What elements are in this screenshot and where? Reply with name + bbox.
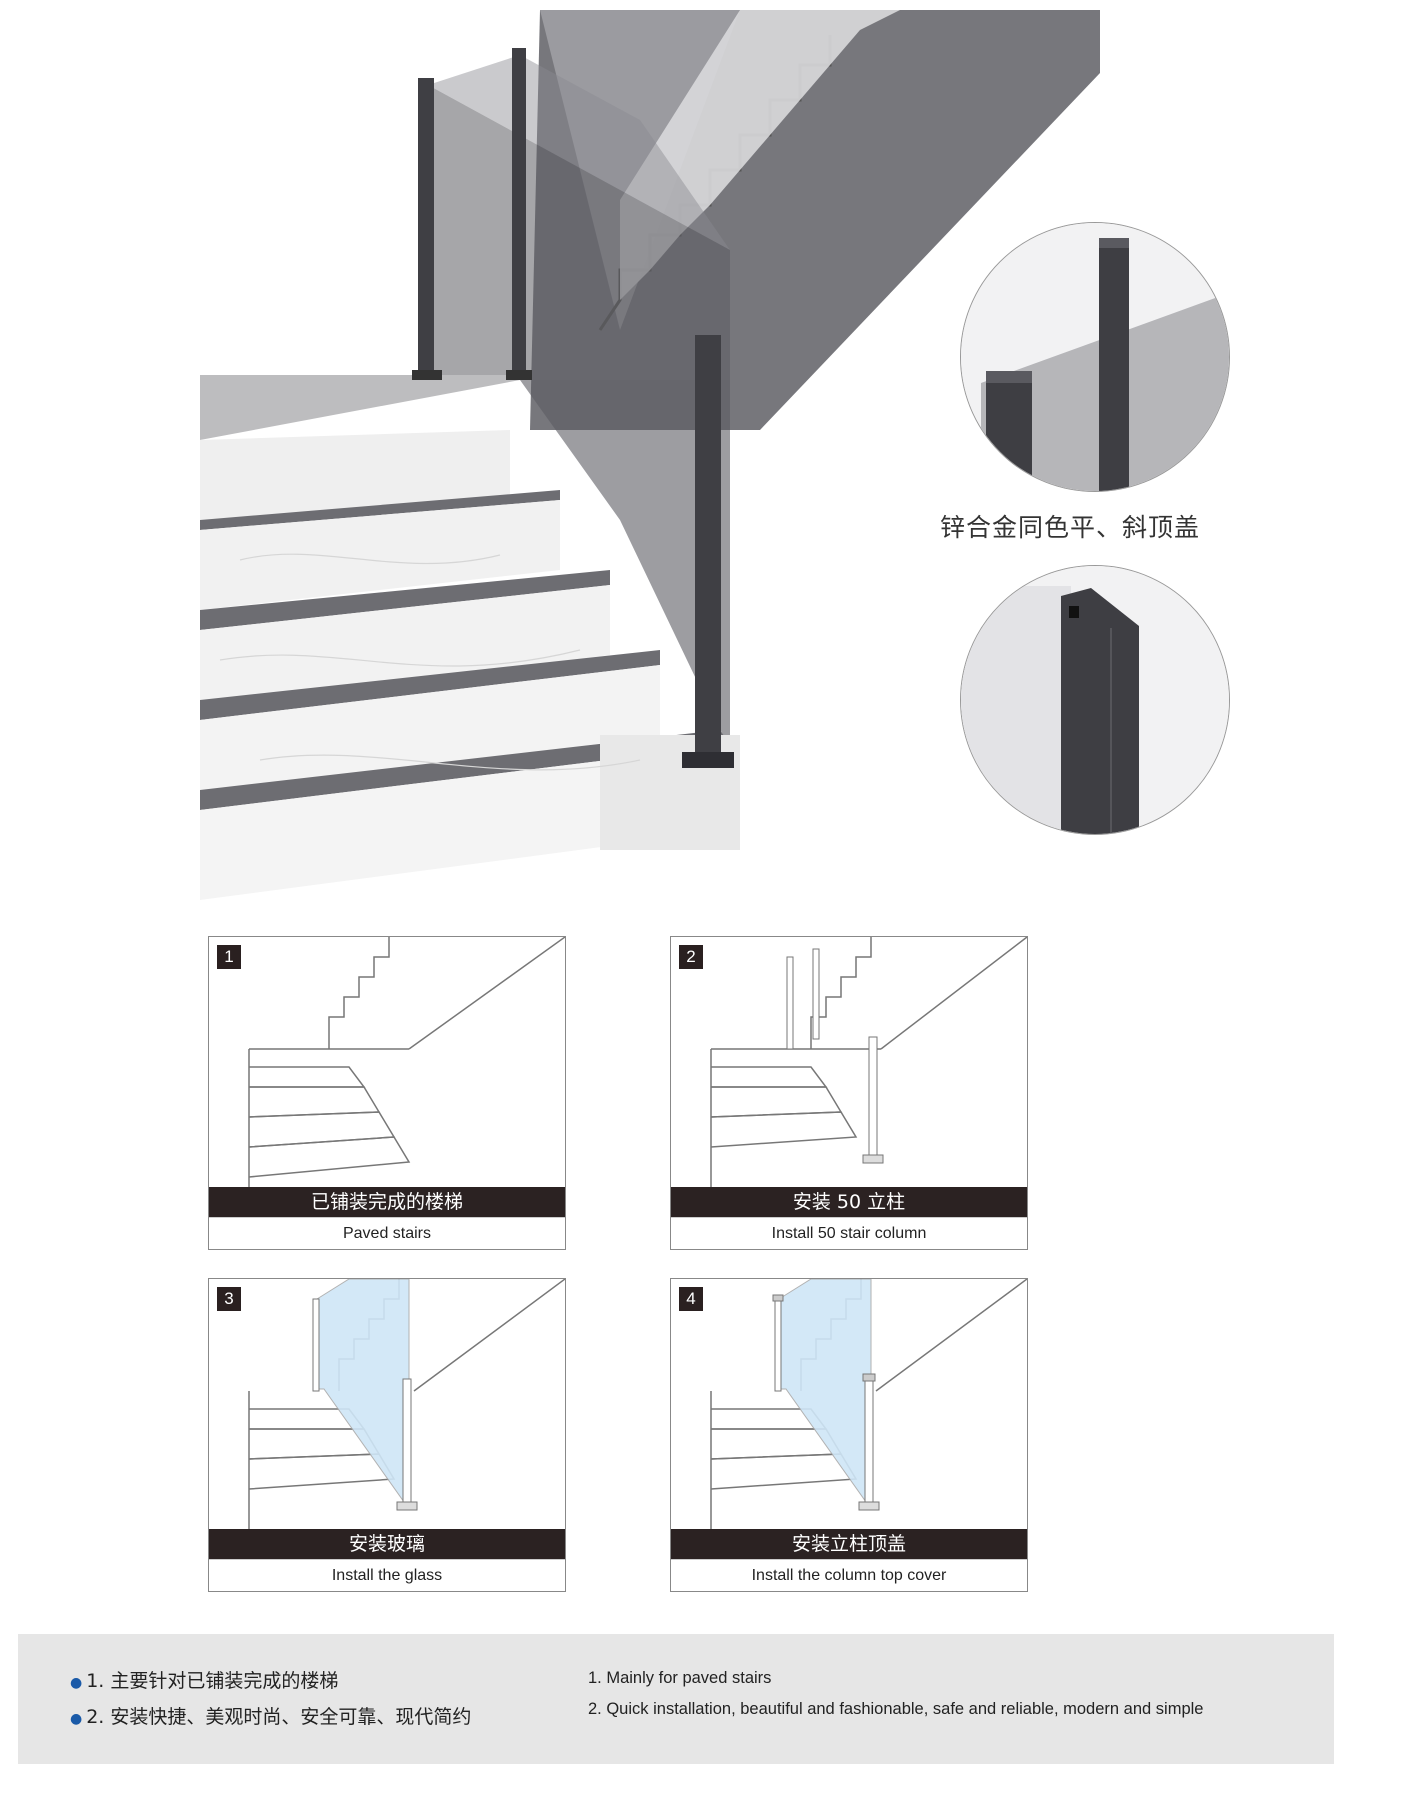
features-panel: ●1. 主要针对已铺装完成的楼梯 ●2. 安装快捷、美观时尚、安全可靠、现代简约… [18,1634,1334,1764]
step-title-cn: 已铺装完成的楼梯 [209,1187,565,1218]
step-panel-2: 2 安装 50 立柱 Install 50 stair column [670,936,1028,1250]
feature-item: ●2. 安装快捷、美观时尚、安全可靠、现代简约 [70,1702,471,1729]
feature-text-en: 1. Mainly for paved stairs [588,1669,772,1687]
stair-railing-illustration [200,0,1160,900]
step-title-cn: 安装玻璃 [209,1529,565,1560]
feature-text-cn: 2. 安装快捷、美观时尚、安全可靠、现代简约 [86,1706,472,1728]
step-title-cn: 安装立柱顶盖 [671,1529,1027,1560]
step-panel-3: 3 安装玻璃 Install the glass [208,1278,566,1592]
step-number: 4 [679,1287,703,1311]
flat-top-cap-detail [960,222,1230,492]
step-number: 2 [679,945,703,969]
feature-text-en: 2. Quick installation, beautiful and fas… [588,1700,1204,1718]
step-title-en: Install the column top cover [671,1559,1027,1591]
detail-caption: 锌合金同色平、斜顶盖 [940,513,1201,542]
step-panel-1: 1 已铺装完成的楼梯 Paved stairs [208,936,566,1250]
bullet-icon: ● [70,1711,83,1727]
step-title-cn: 安装 50 立柱 [671,1187,1027,1218]
step-number: 1 [217,945,241,969]
bullet-icon: ● [70,1675,83,1691]
feature-item: ●1. 主要针对已铺装完成的楼梯 [70,1666,338,1693]
step-title-en: Paved stairs [209,1217,565,1249]
step-title-en: Install the glass [209,1559,565,1591]
step-title-en: Install 50 stair column [671,1217,1027,1249]
slanted-top-cap-detail [960,565,1230,835]
step-panel-4: 4 安装立柱顶盖 Install the column top cover [670,1278,1028,1592]
step-number: 3 [217,1287,241,1311]
feature-text-cn: 1. 主要针对已铺装完成的楼梯 [86,1670,339,1692]
